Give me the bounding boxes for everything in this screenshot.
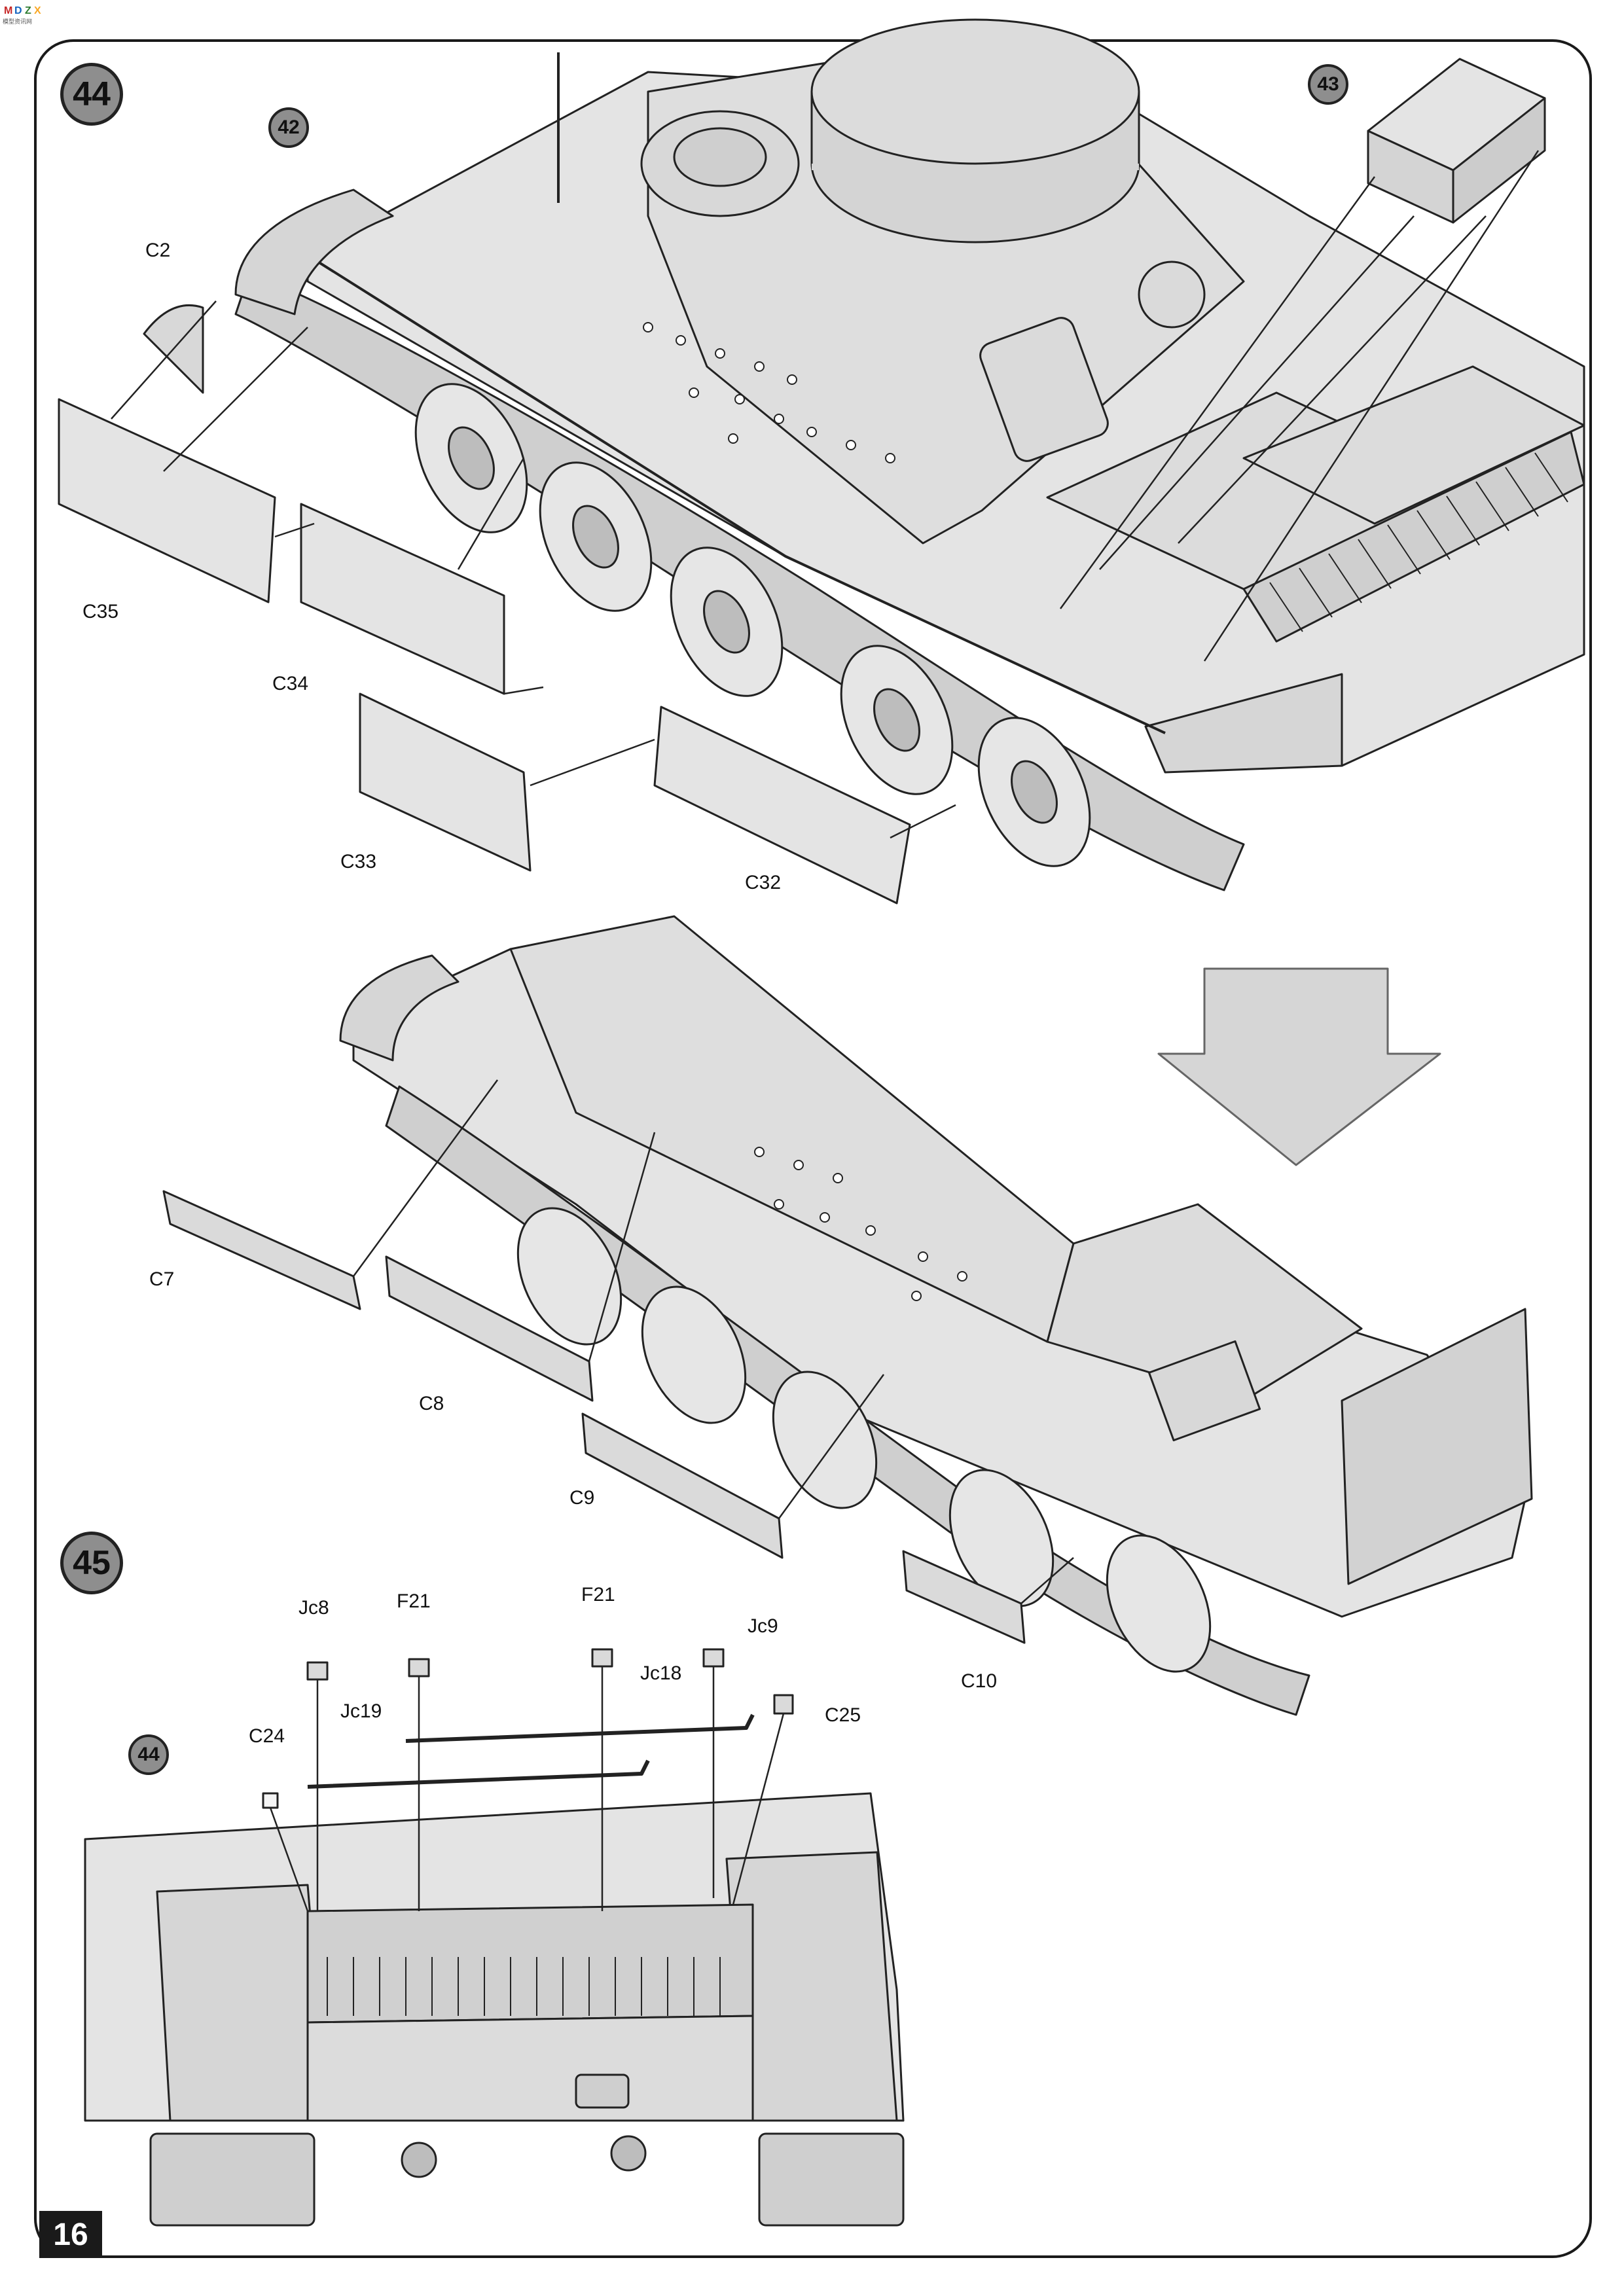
flow-arrow	[1157, 967, 1441, 1166]
track-top	[234, 274, 1245, 891]
part-label-c7: C7	[149, 1268, 175, 1290]
svg-text:M: M	[4, 5, 12, 16]
ref-badge-42: 42	[268, 107, 309, 148]
ref-badge-43: 43	[1308, 64, 1348, 105]
part-label-jc9: Jc9	[748, 1615, 778, 1637]
part-label-c8: C8	[419, 1393, 444, 1414]
part-label-jc19: Jc19	[340, 1700, 382, 1722]
part-label-f21-left: F21	[397, 1590, 431, 1612]
page-number: 16	[39, 2211, 102, 2258]
stowage-box-43	[1367, 58, 1546, 224]
part-label-c35: C35	[82, 601, 119, 622]
hull-top-view	[306, 18, 1585, 774]
part-label-jc18: Jc18	[640, 1662, 682, 1684]
part-label-c32: C32	[745, 872, 782, 893]
svg-text:D: D	[14, 5, 22, 16]
publisher-logo: M D Z X	[3, 3, 43, 17]
hull-rear-view	[84, 1792, 905, 2227]
svg-text:X: X	[34, 5, 41, 16]
part-label-c33: C33	[340, 851, 377, 872]
assembly-lines	[111, 150, 1540, 1912]
ref-badge-44: 44	[128, 1734, 169, 1775]
part-label-c10: C10	[961, 1670, 998, 1692]
logo-caption: 模型资讯网	[3, 18, 33, 25]
hull-bottom-view	[339, 915, 1533, 1716]
part-label-jc8: Jc8	[298, 1597, 329, 1619]
step-44-badge: 44	[60, 63, 123, 126]
part-label-c9: C9	[569, 1487, 595, 1509]
mudflaps-bottom	[162, 1190, 1026, 1644]
side-skirts-top	[58, 398, 911, 905]
part-label-c2: C2	[145, 240, 171, 261]
part-label-f21-right: F21	[581, 1584, 615, 1605]
svg-text:Z: Z	[25, 5, 31, 16]
part-label-c25: C25	[825, 1704, 861, 1726]
part-label-c24: C24	[249, 1725, 285, 1747]
part-label-c34: C34	[272, 673, 309, 694]
page-frame	[34, 39, 1592, 2258]
step-45-badge: 45	[60, 1532, 123, 1594]
